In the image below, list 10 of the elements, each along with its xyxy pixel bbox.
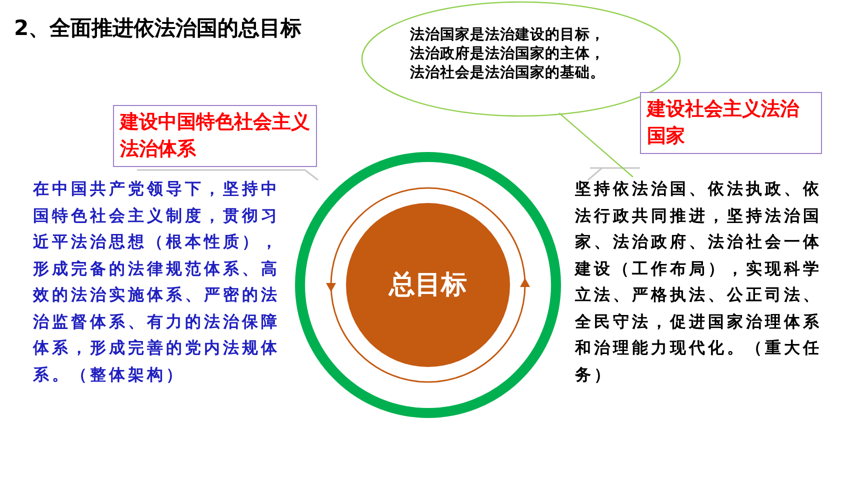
callout-tail [558, 112, 634, 178]
heading-box: 建设中国特色社会主义法治体系 [113, 105, 317, 167]
paragraph: 在中国共产党领导下，坚持中国特色社会主义制度，贯彻习近平法治思想（根本性质），形成完备的法律规范体系、高效的法治实施体系、严密的法治监督体系、有力的法治保障体系，形成完善的党内法规体系。（整体架构） [33, 176, 289, 388]
paragraph: 坚持依法治国、依法执政、依法行政共同推进，坚持法治国家、法治政府、法治社会一体建设（工作布局），实现科学立法、严格执法、公正司法、全民守法，促进国家治理体系和治理能力现代化。（重大任务） [575, 176, 831, 388]
callout-text: 法治国家是法治建设的目标，法治政府是法治国家的主体，法治社会是法治国家的基础。 [410, 26, 606, 83]
title: 2、全面推进依法治国的总目标 [14, 15, 302, 42]
heading-box: 建设社会主义法治国家 [640, 92, 822, 154]
ring [295, 152, 561, 418]
core-circle [346, 203, 510, 367]
circle-label: 总目标 [387, 269, 468, 302]
